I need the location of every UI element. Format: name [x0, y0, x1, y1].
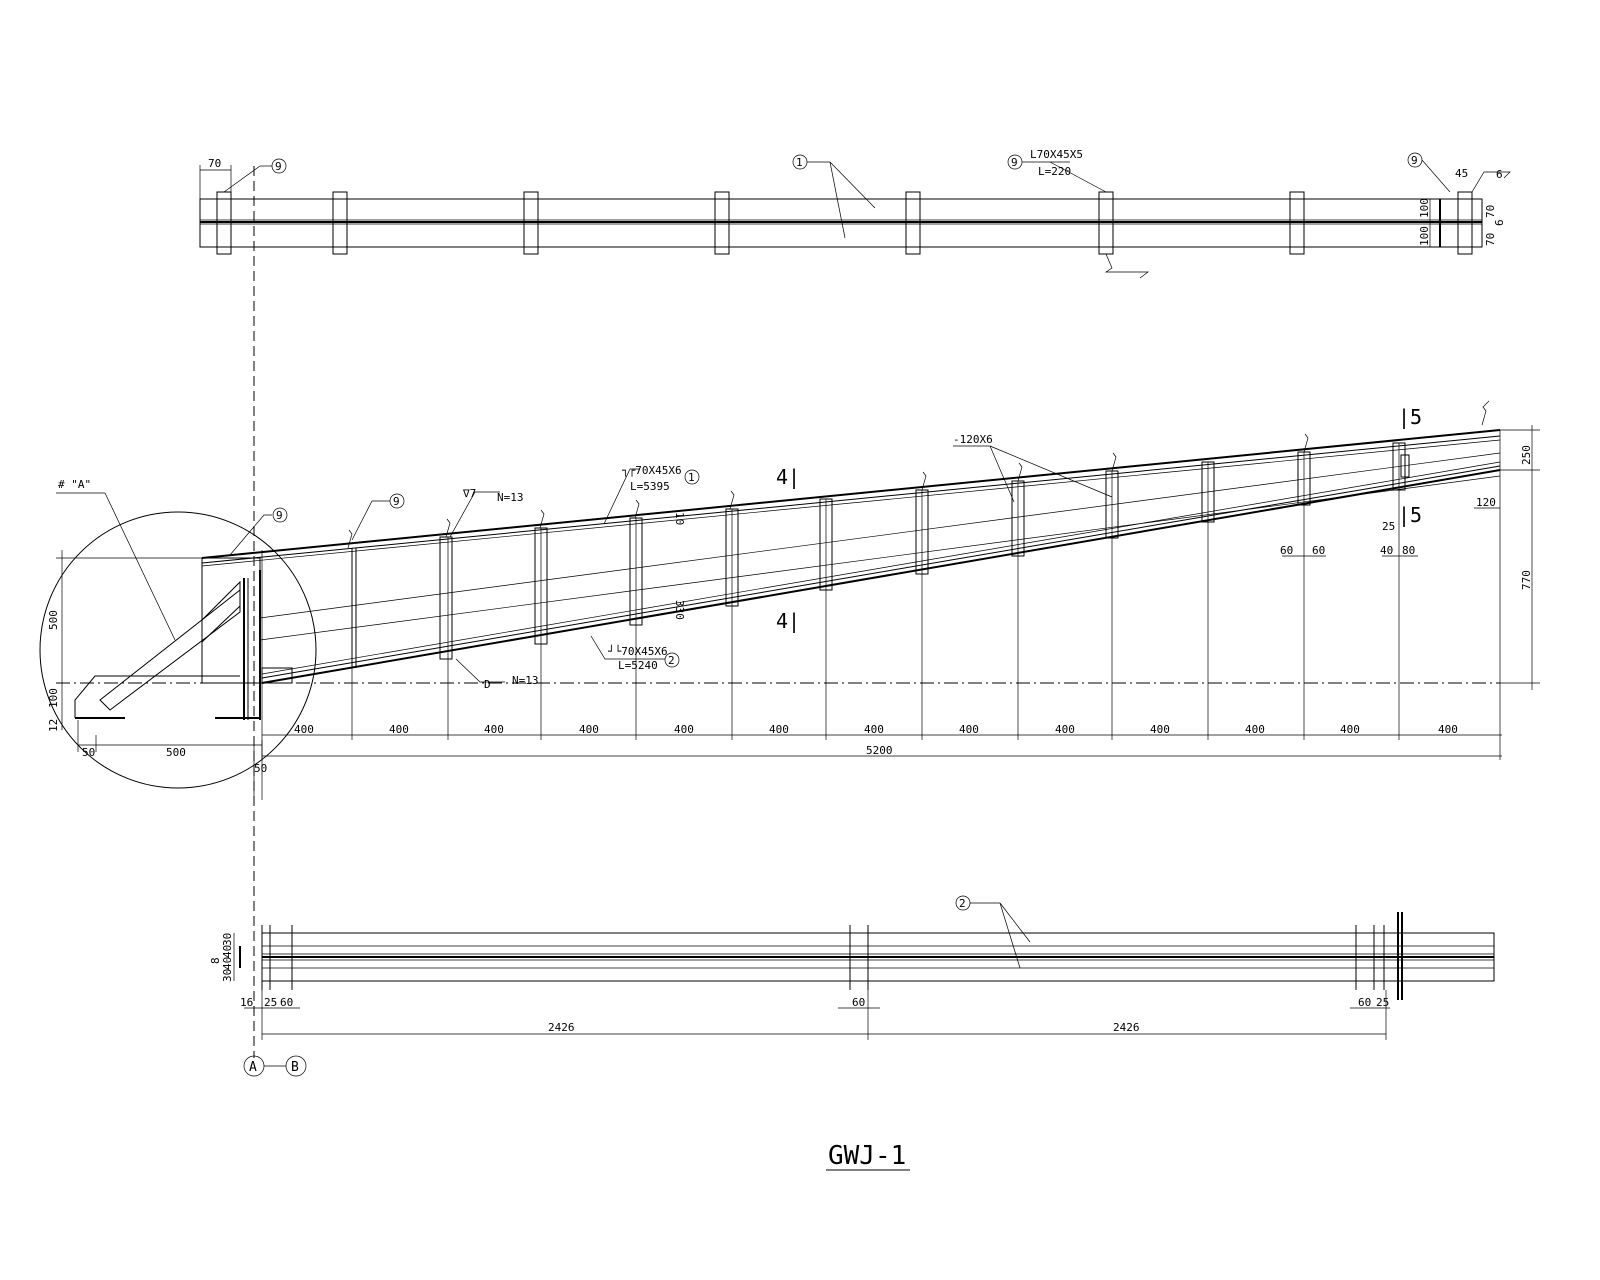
- plan-plate: [1289, 191, 1305, 255]
- svg-text:400: 400: [959, 723, 979, 736]
- drawing-title: GWJ-1: [828, 1141, 906, 1171]
- svg-text:10: 10: [673, 512, 686, 525]
- svg-text:400: 400: [1245, 723, 1265, 736]
- svg-text:1: 1: [796, 156, 803, 169]
- section-mark: 4|: [776, 465, 800, 489]
- plan-plate: [905, 191, 921, 255]
- svg-text:500: 500: [47, 610, 60, 630]
- svg-text:B: B: [291, 1060, 299, 1075]
- svg-text:6: 6: [1496, 168, 1503, 181]
- svg-text:60: 60: [1358, 996, 1371, 1009]
- svg-text:25: 25: [264, 996, 277, 1009]
- svg-text:2: 2: [668, 654, 675, 667]
- svg-text:400: 400: [1055, 723, 1075, 736]
- svg-text:400: 400: [864, 723, 884, 736]
- angle-length: L=220: [1038, 165, 1071, 178]
- plan-plate: [332, 191, 348, 255]
- svg-text:60: 60: [1312, 544, 1325, 557]
- plate-spec: -120X6: [953, 433, 993, 446]
- svg-text:70: 70: [1484, 233, 1497, 246]
- svg-text:70: 70: [1484, 205, 1497, 218]
- left-end-region: [201, 557, 261, 684]
- svg-text:D: D: [484, 678, 491, 691]
- svg-text:40: 40: [1380, 544, 1393, 557]
- svg-text:25: 25: [1376, 996, 1389, 1009]
- bottom-chord: [261, 469, 1501, 684]
- svg-text:400: 400: [1438, 723, 1458, 736]
- svg-text:80: 80: [1402, 544, 1415, 557]
- span-dimensions: 400 400 400 400 400 400 400 400 400 400 …: [261, 430, 1502, 760]
- svg-text:400: 400: [1340, 723, 1360, 736]
- svg-text:30: 30: [221, 933, 234, 946]
- axis-mark-b: [285, 1055, 307, 1077]
- svg-text:45: 45: [1455, 167, 1468, 180]
- svg-text:50: 50: [82, 746, 95, 759]
- top-chord-length: L=5395: [630, 480, 670, 493]
- angle-spec: L70X45X5: [1030, 148, 1083, 161]
- top-plan-view: 70 9 1 9 L70X45X5 L=220 9 45 6 100 100 7…: [199, 148, 1511, 279]
- svg-text:100: 100: [1418, 198, 1431, 218]
- svg-text:400: 400: [674, 723, 694, 736]
- bottom-chord-spec: ┘└70X45X6: [608, 644, 668, 658]
- plan-plate: [714, 191, 730, 255]
- svg-text:500: 500: [166, 746, 186, 759]
- plan-plate: [1457, 191, 1473, 255]
- svg-text:9: 9: [1011, 156, 1018, 169]
- svg-text:A: A: [249, 1060, 257, 1075]
- svg-text:N=13: N=13: [497, 491, 524, 504]
- svg-text:60: 60: [280, 996, 293, 1009]
- bottom-plan-view: 2 30 40 40 30 8 16 25 60 60 60 25 2426 2…: [209, 895, 1495, 1077]
- svg-text:400: 400: [484, 723, 504, 736]
- svg-text:40: 40: [221, 945, 234, 958]
- tag-circle: [271, 158, 287, 174]
- span-a: 2426: [548, 1021, 575, 1034]
- svg-text:120: 120: [1476, 496, 1496, 509]
- plan-plate: [523, 191, 539, 255]
- svg-text:25: 25: [1382, 520, 1395, 533]
- svg-text:8: 8: [209, 957, 222, 964]
- svg-text:6: 6: [1493, 219, 1506, 226]
- svg-text:400: 400: [1150, 723, 1170, 736]
- top-chord-spec: ┐┌70X45X6: [622, 464, 682, 477]
- section-mark: |5: [1398, 503, 1422, 527]
- svg-text:2: 2: [959, 897, 966, 910]
- top-chord: [201, 429, 1501, 559]
- svg-text:400: 400: [294, 723, 314, 736]
- svg-text:∇7: ∇7: [462, 487, 476, 500]
- svg-text:400: 400: [389, 723, 409, 736]
- detail-circle-a: [39, 511, 317, 789]
- svg-text:9: 9: [1411, 154, 1418, 167]
- svg-text:9: 9: [393, 495, 400, 508]
- svg-text:100: 100: [47, 688, 60, 708]
- diagonal-brace: [99, 588, 241, 711]
- detail-callout: # "A": [58, 478, 91, 491]
- span-b: 2426: [1113, 1021, 1140, 1034]
- svg-text:250: 250: [1520, 445, 1533, 465]
- svg-text:400: 400: [579, 723, 599, 736]
- svg-text:60: 60: [1280, 544, 1293, 557]
- svg-text:12: 12: [47, 719, 60, 732]
- svg-text:9: 9: [275, 160, 282, 173]
- section-mark: |5: [1398, 405, 1422, 429]
- svg-text:60: 60: [852, 996, 865, 1009]
- section-mark: 4|: [776, 609, 800, 633]
- svg-text:30: 30: [221, 969, 234, 982]
- svg-text:330: 330: [673, 600, 686, 620]
- svg-text:16: 16: [240, 996, 253, 1009]
- svg-text:770: 770: [1520, 570, 1533, 590]
- web-verticals: [351, 442, 1410, 668]
- svg-text:N=13: N=13: [512, 674, 539, 687]
- svg-text:50: 50: [254, 762, 267, 775]
- svg-text:1: 1: [688, 471, 695, 484]
- total-span: 5200: [866, 744, 893, 757]
- bottom-chord-length: L=5240: [618, 659, 658, 672]
- elevation-view: # "A" 500 100 12 50 500 50: [39, 400, 1540, 800]
- dim-70: 70: [208, 157, 221, 170]
- svg-text:40: 40: [221, 957, 234, 970]
- svg-text:9: 9: [276, 509, 283, 522]
- svg-text:400: 400: [769, 723, 789, 736]
- weld-ticks: [347, 400, 1490, 549]
- svg-text:100: 100: [1418, 226, 1431, 246]
